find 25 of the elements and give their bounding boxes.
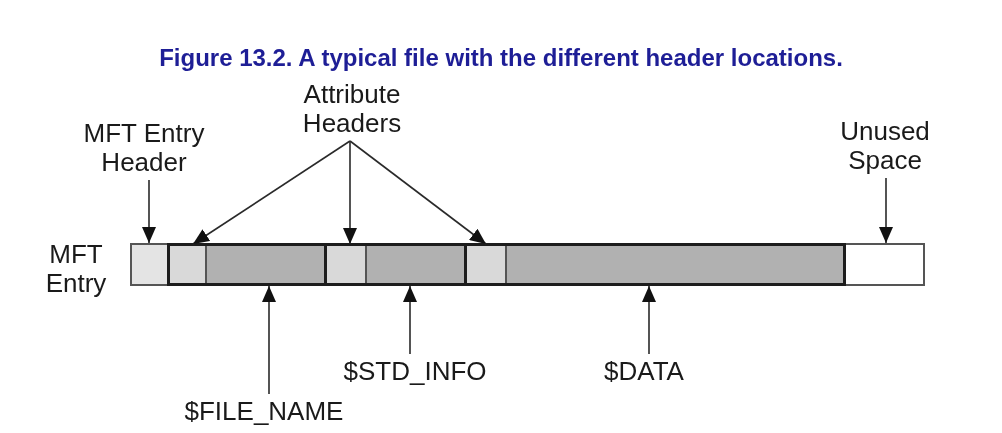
row-label: MFT Entry <box>44 240 108 298</box>
arrow <box>343 140 357 245</box>
callout-label: $DATA <box>600 357 688 386</box>
attribute-header-segment <box>170 246 207 283</box>
attribute-block-frame <box>167 243 846 286</box>
arrow <box>349 140 487 245</box>
attribute-header-segment <box>327 246 367 283</box>
callout-label: Attribute Headers <box>301 80 403 138</box>
arrow <box>142 179 156 244</box>
callout-label: $FILE_NAME <box>183 397 345 426</box>
entry-header-segment <box>130 243 167 286</box>
callout-label: $STD_INFO <box>342 357 488 386</box>
figure-title: Figure 13.2. A typical file with the different header locations. <box>159 44 843 72</box>
arrow <box>192 140 351 245</box>
attribute-header-segment <box>467 246 507 283</box>
attribute-content-segment <box>507 246 843 283</box>
arrow <box>642 285 656 355</box>
unused-space-segment <box>846 243 925 286</box>
callout-label: Unused Space <box>838 117 932 175</box>
attribute-content-segment <box>207 246 327 283</box>
callout-label: MFT Entry Header <box>81 119 207 177</box>
attribute-content-segment <box>367 246 467 283</box>
arrow <box>879 177 893 244</box>
arrow <box>262 285 276 395</box>
arrow <box>403 285 417 355</box>
